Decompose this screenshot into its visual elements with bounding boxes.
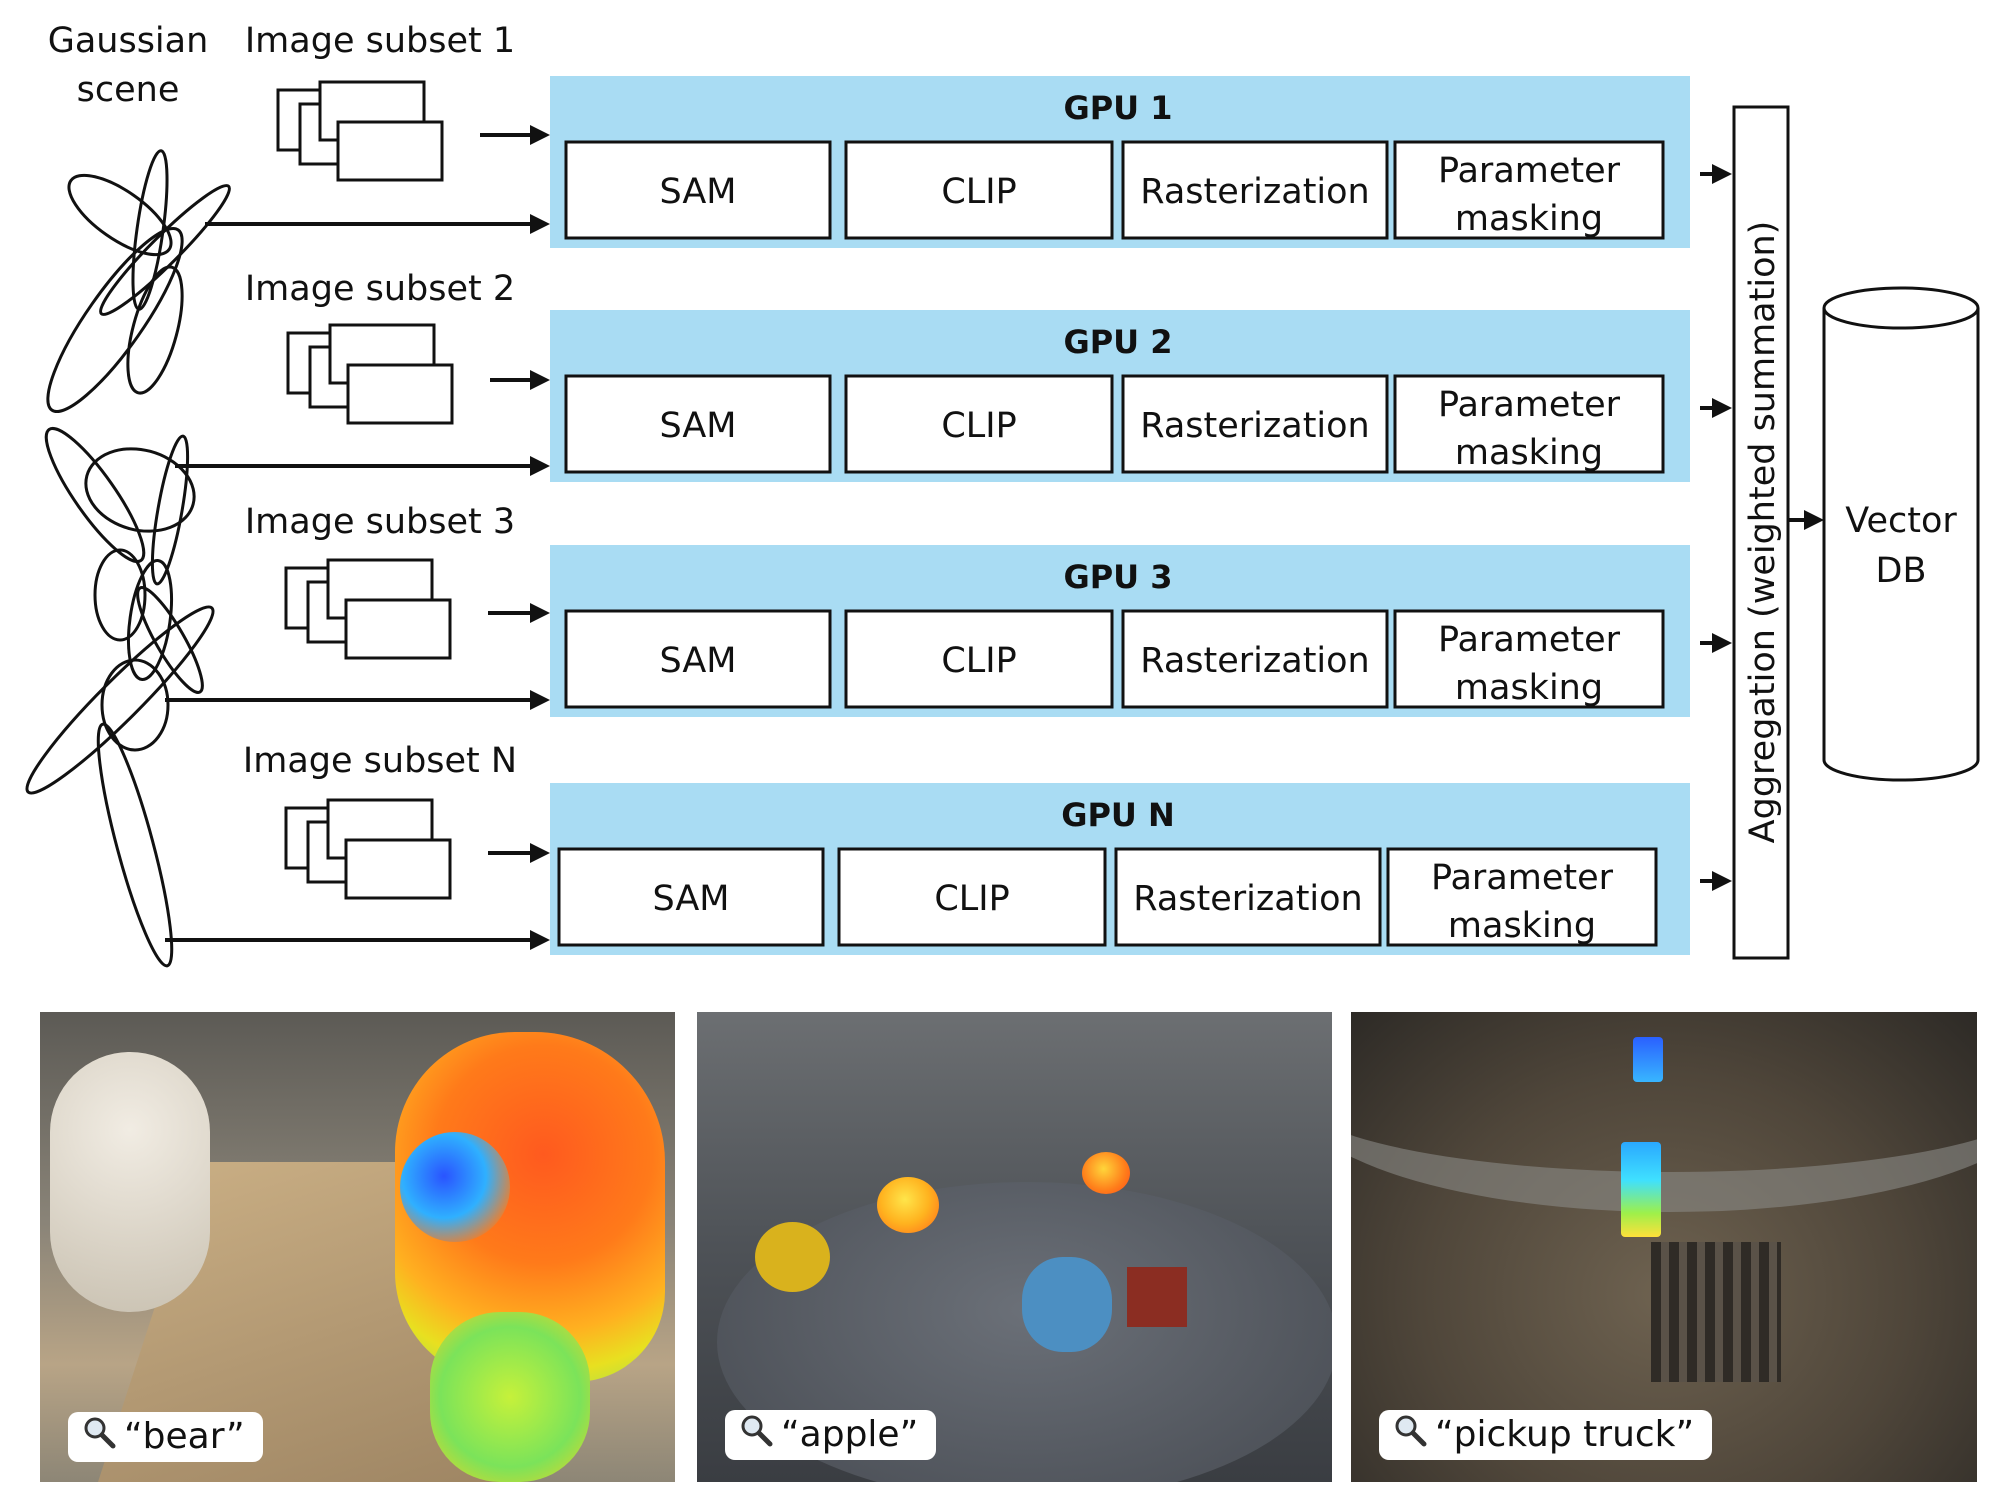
plush-lamb — [50, 1052, 210, 1312]
stage-label: CLIP — [941, 406, 1016, 446]
stage-box — [1121, 374, 1389, 474]
stage-label: Rasterization — [1140, 172, 1369, 212]
truck-highlight-2 — [1621, 1142, 1661, 1237]
stage-label: Rasterization — [1140, 406, 1369, 446]
stage-label: Rasterization — [1133, 879, 1362, 919]
stage-label-line1: Parameter — [1431, 858, 1614, 898]
aggregation-bar — [1732, 105, 1790, 960]
stage-label: CLIP — [941, 641, 1016, 681]
stage-box — [844, 609, 1114, 709]
gpu-title: GPU 3 — [1063, 558, 1172, 596]
scene-label-line1: Gaussian — [48, 21, 209, 61]
image-stack-icon — [276, 80, 444, 182]
query-badge-apple: “apple” — [725, 1410, 937, 1461]
vector-db-cylinder — [1822, 286, 1980, 782]
stage-label: SAM — [659, 172, 736, 212]
duck-toy — [755, 1222, 830, 1292]
gpu-title: GPU N — [1061, 796, 1175, 834]
query-text-apple: “apple” — [781, 1414, 919, 1455]
stage-label: SAM — [659, 641, 736, 681]
stage-box — [1393, 374, 1665, 474]
rubik-cube — [1127, 1267, 1187, 1327]
gpu-title: GPU 2 — [1063, 323, 1172, 361]
bear-heatmap-leg — [430, 1312, 590, 1482]
query-text-pickup-truck: “pickup truck” — [1435, 1414, 1695, 1455]
gpu-row: Image subset 3 GPU 3 SAM CLIP Rasterization P… — [165, 502, 1732, 717]
stage-box — [837, 847, 1107, 947]
query-text-bear: “bear” — [124, 1416, 245, 1457]
magnifier-icon — [1393, 1411, 1427, 1461]
vector-db-label-line1: Vector — [1845, 501, 1957, 541]
stage-label-line1: Parameter — [1438, 620, 1621, 660]
gaussian-scene-illustration — [25, 149, 231, 968]
image-stack-icon — [284, 798, 452, 900]
query-badge-bear: “bear” — [68, 1412, 263, 1462]
image-stack-icon — [286, 323, 454, 425]
vector-db-label-line2: DB — [1876, 551, 1927, 591]
stage-label: CLIP — [934, 879, 1009, 919]
stage-label-line1: Parameter — [1438, 385, 1621, 425]
stage-label-line2: masking — [1455, 433, 1603, 473]
stage-box — [1393, 609, 1665, 709]
result-panel-apple: “apple” — [697, 1012, 1332, 1482]
apple-highlight-2 — [1082, 1152, 1130, 1194]
stage-box — [1114, 847, 1382, 947]
stage-box — [844, 140, 1114, 240]
stacked-pipes — [1651, 1242, 1781, 1382]
subset-label: Image subset 1 — [245, 21, 515, 61]
subset-label: Image subset N — [243, 741, 517, 781]
bear-heatmap-paw — [400, 1132, 510, 1242]
gpu-row: Image subset 1 GPU 1 SAM CLIP Rasterization P… — [205, 21, 1732, 248]
subset-label: Image subset 3 — [245, 502, 515, 542]
stage-box — [844, 374, 1114, 474]
site-road — [1351, 1012, 1977, 1212]
aggregation-label: Aggregation (weighted summation) — [1743, 221, 1783, 844]
stage-label-line1: Parameter — [1438, 151, 1621, 191]
stage-box — [564, 140, 832, 240]
result-panel-bear: “bear” — [40, 1012, 675, 1482]
subset-label: Image subset 2 — [245, 269, 515, 309]
magnifier-icon — [82, 1413, 116, 1463]
stage-box — [1393, 140, 1665, 240]
stage-label: Rasterization — [1140, 641, 1369, 681]
scene-label-line2: scene — [77, 70, 180, 110]
stage-label: CLIP — [941, 172, 1016, 212]
apple-highlight-1 — [877, 1177, 939, 1233]
stage-box — [1386, 847, 1658, 947]
truck-highlight-1 — [1633, 1037, 1663, 1082]
stage-box — [1121, 609, 1389, 709]
gpu-row: Image subset N GPU N SAM CLIP Rasterization P… — [165, 741, 1732, 955]
stage-box — [564, 609, 832, 709]
gpu-title: GPU 1 — [1063, 89, 1172, 127]
stage-box — [1121, 140, 1389, 240]
stage-label-line2: masking — [1448, 906, 1596, 946]
stage-label: SAM — [659, 406, 736, 446]
stage-label: SAM — [652, 879, 729, 919]
stage-box — [557, 847, 825, 947]
stage-label-line2: masking — [1455, 199, 1603, 239]
image-stack-icon — [284, 558, 452, 660]
stage-box — [564, 374, 832, 474]
elephant-toy — [1022, 1257, 1112, 1352]
gpu-row: Image subset 2 GPU 2 SAM CLIP Rasterization P… — [175, 269, 1732, 482]
magnifier-icon — [739, 1411, 773, 1461]
result-panel-pickup-truck: “pickup truck” — [1351, 1012, 1977, 1482]
stage-label-line2: masking — [1455, 668, 1603, 708]
query-badge-pickup-truck: “pickup truck” — [1379, 1410, 1713, 1461]
